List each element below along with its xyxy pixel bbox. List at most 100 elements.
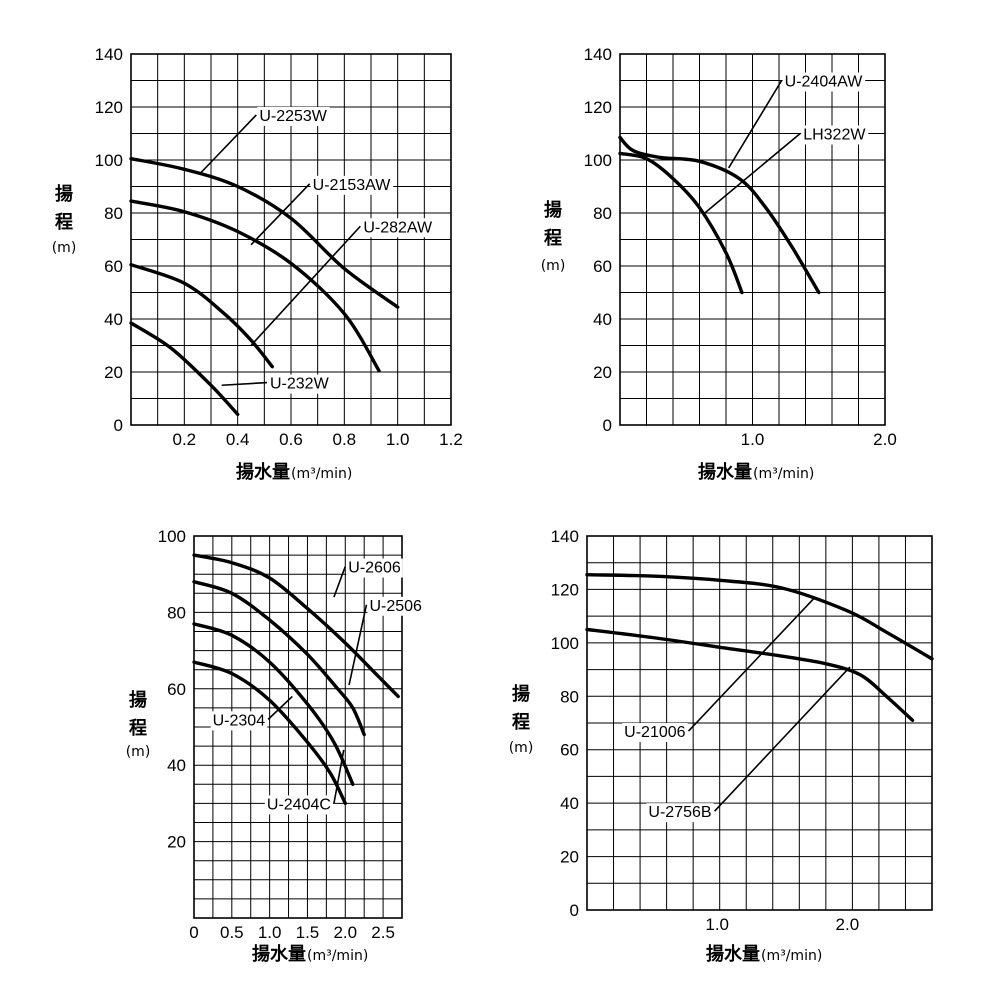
grid <box>620 54 885 425</box>
y-tick-label: 140 <box>95 45 123 64</box>
x-axis-label: 揚水量 <box>252 943 306 965</box>
y-tick-label: 0 <box>570 901 579 920</box>
x-tick-label: 0 <box>189 923 198 942</box>
y-tick-label: 100 <box>158 527 186 546</box>
series-line-U-2606 <box>192 553 400 699</box>
y-tick-label: 40 <box>167 756 186 775</box>
x-tick-label: 1.2 <box>439 430 463 449</box>
y-tick-label: 80 <box>167 603 186 622</box>
series-label: U-2253W <box>259 108 327 125</box>
y-axis-label: 程 <box>544 228 562 249</box>
x-tick-label: 0.8 <box>333 430 357 449</box>
series-label-bg <box>361 218 435 238</box>
grid <box>587 536 932 910</box>
x-tick-label: 2.0 <box>333 923 357 942</box>
series-line-U-2304 <box>192 622 355 786</box>
y-tick-label: 80 <box>593 204 612 223</box>
leader-line <box>714 666 851 812</box>
x-tick-label: 1.0 <box>705 915 729 934</box>
plot-frame <box>193 535 403 919</box>
x-tick-label: 1.0 <box>258 923 282 942</box>
x-axis-label: 揚水量 <box>706 943 760 965</box>
y-tick-label: 120 <box>584 98 612 117</box>
plot-frame <box>586 535 933 911</box>
series-label-bg <box>264 795 333 815</box>
series-label-bg <box>257 106 330 126</box>
y-axis-unit: (m) <box>52 240 77 256</box>
leader-line <box>250 183 311 246</box>
y-tick-label: 40 <box>104 310 123 329</box>
x-axis-label: 揚水量 <box>698 461 752 483</box>
y-tick-label: 140 <box>584 45 612 64</box>
plot-frame <box>619 53 886 426</box>
y-axis-label: 揚 <box>544 200 562 221</box>
x-tick-label: 2.5 <box>371 923 395 942</box>
leader-line <box>704 132 801 214</box>
series-label-bg <box>646 803 714 823</box>
leader-line <box>333 566 347 598</box>
series-line-U-282AW <box>129 263 274 369</box>
x-axis-unit: (m³/min) <box>291 466 352 482</box>
y-tick-label: 120 <box>551 580 579 599</box>
leader-line <box>250 225 361 347</box>
y-tick-label: 80 <box>560 687 579 706</box>
x-tick-label: 2.0 <box>836 915 860 934</box>
x-tick-label: 2.0 <box>873 430 897 449</box>
series-label-bg <box>782 72 866 92</box>
y-tick-label: 40 <box>560 794 579 813</box>
y-axis-unit: (m) <box>541 258 566 274</box>
x-axis-unit: (m³/min) <box>761 948 822 964</box>
series-line-U-2253W <box>129 157 400 309</box>
series-label: U-2404AW <box>785 74 864 91</box>
leader-line <box>333 749 345 804</box>
series-line-LH322W <box>618 151 744 295</box>
leader-line <box>687 596 816 732</box>
y-tick-label: 60 <box>593 257 612 276</box>
x-tick-label: 1.5 <box>296 923 320 942</box>
series-label: U-21006 <box>624 724 685 741</box>
y-tick-label: 80 <box>104 204 123 223</box>
series-line-U-2756B <box>585 627 915 722</box>
y-tick-label: 60 <box>104 257 123 276</box>
series-line-U-2506 <box>192 580 366 737</box>
y-axis-label: 揚 <box>512 684 530 705</box>
y-tick-label: 0 <box>603 416 612 435</box>
series-label: LH322W <box>803 127 866 144</box>
y-tick-label: 100 <box>551 634 579 653</box>
leader-line <box>199 114 257 174</box>
y-axis-label: 程 <box>129 718 147 739</box>
x-axis-unit: (m³/min) <box>753 466 814 482</box>
x-tick-label: 0.2 <box>173 430 197 449</box>
series-label: U-282AW <box>363 219 433 236</box>
series-label-bg <box>268 374 332 394</box>
x-axis-label: 揚水量 <box>236 461 290 483</box>
series-line-U-2404C <box>192 660 347 806</box>
y-tick-label: 20 <box>593 363 612 382</box>
series-label: U-2506 <box>369 598 422 615</box>
y-tick-label: 40 <box>593 310 612 329</box>
y-axis-label: 揚 <box>129 690 147 711</box>
series-label: U-2756B <box>648 804 711 821</box>
y-axis-label: 程 <box>512 712 530 733</box>
x-tick-label: 0.4 <box>226 430 250 449</box>
series-label: U-2304 <box>213 712 266 729</box>
y-tick-label: 20 <box>104 363 123 382</box>
y-axis-label: 程 <box>55 212 73 233</box>
y-axis-unit: (m) <box>509 740 534 756</box>
series-label-bg <box>801 125 869 145</box>
series-label: U-2404C <box>267 796 331 813</box>
series-line-U-21006 <box>585 573 934 661</box>
x-axis-unit: (m³/min) <box>307 948 368 964</box>
y-tick-label: 120 <box>95 98 123 117</box>
y-axis-label: 揚 <box>55 184 73 205</box>
leader-line <box>727 80 783 169</box>
y-tick-label: 20 <box>560 848 579 867</box>
y-tick-label: 20 <box>167 833 186 852</box>
x-tick-label: 1.0 <box>741 430 765 449</box>
y-tick-label: 60 <box>560 741 579 760</box>
